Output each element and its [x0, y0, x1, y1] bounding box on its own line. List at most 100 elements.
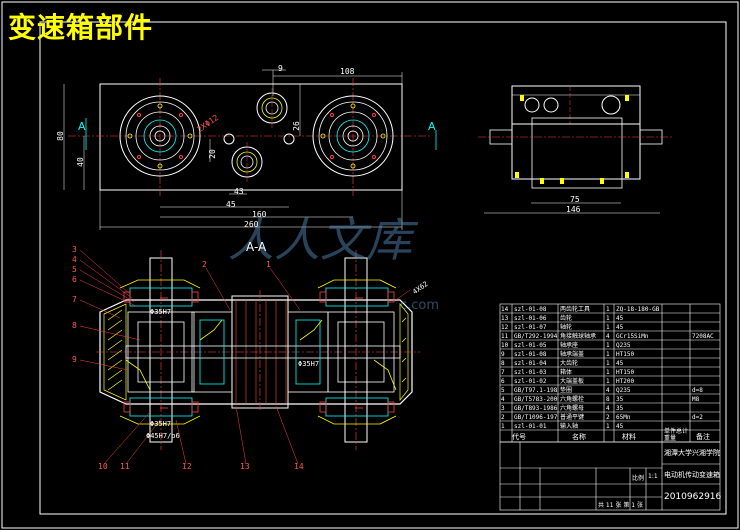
bom-header-remark: 备注 — [696, 433, 710, 441]
bom-cell: GB/T292-1994 — [514, 333, 558, 340]
bom-cell: 7208AC — [692, 333, 714, 340]
bom-cell: 65Mn — [616, 414, 631, 421]
dim-75: 75 — [570, 195, 580, 204]
bom-cell: 1 — [606, 315, 610, 322]
bom-cell: HT200 — [616, 378, 635, 385]
bom-cell: 1 — [606, 360, 610, 367]
bom-table-lines — [499, 303, 721, 443]
right-bearing-boss — [312, 95, 394, 177]
scale-label: 比例 — [632, 475, 645, 482]
section-marker-left: A — [78, 120, 86, 133]
dim-108: 108 — [340, 67, 355, 76]
sheet-info: 共 11 张 第 1 张 — [598, 502, 643, 509]
drawing-number: 2010962916 — [664, 492, 722, 502]
part-number-7: 7 — [72, 295, 77, 304]
bom-cell: 角接触球轴承 — [560, 333, 597, 340]
bom-cell: Q235 — [616, 387, 631, 394]
bom-cell: 8 — [501, 360, 505, 367]
page-title: 变速箱部件 — [8, 11, 154, 44]
part-number-11: 11 — [120, 462, 130, 471]
bom-cell: 垫圈 — [560, 387, 573, 394]
pin-hole-left — [223, 133, 235, 145]
section-view — [79, 249, 420, 465]
bom-cell: ZQ-18-180-GB — [616, 306, 660, 313]
bom-cell: szl-01-08 — [514, 306, 547, 313]
watermark: 人人文库 — [228, 213, 412, 267]
bom-cell: 4 — [606, 405, 610, 412]
bom-cell: 1 — [606, 369, 610, 376]
inner-frame — [39, 21, 727, 515]
dim-40: 40 — [75, 157, 85, 167]
bom-cell: 45 — [616, 315, 624, 322]
bom-cell: 轴承座 — [560, 342, 579, 349]
bom-cell: 5 — [501, 387, 505, 394]
bom-cell: HT150 — [616, 351, 635, 358]
scale-value: 1:1 — [648, 473, 658, 480]
part-number-9: 9 — [72, 355, 77, 364]
bom-cell: HT150 — [616, 369, 635, 376]
section-label: A-A — [246, 240, 267, 254]
fit-2: Φ35H7 — [150, 420, 172, 428]
part-number-6: 6 — [72, 275, 77, 284]
bom-cell: 齿轮 — [560, 315, 573, 322]
bom-cell: 13 — [501, 315, 509, 322]
bom-cell: GB/T1096-1979 — [514, 414, 558, 421]
part-number-1: 1 — [266, 260, 271, 269]
bom-cell: GB/T5783-2000 — [514, 396, 558, 403]
bom-cell: 3 — [501, 405, 505, 412]
bom-cell: GB/T97.1-1985 — [514, 387, 558, 394]
bom-cell: 4 — [606, 333, 610, 340]
bom-cell: 6 — [501, 378, 505, 385]
section-marker-right: A — [428, 120, 436, 133]
bom-cell: 六角螺栓 — [560, 396, 585, 403]
bom-cell: 1 — [606, 342, 610, 349]
left-bearing-boss — [119, 95, 201, 177]
bom-cell: 输入轴 — [560, 423, 579, 430]
bom-header-weight: 单件总计重量 — [664, 428, 689, 442]
bom-cell: szl-01-07 — [514, 324, 547, 331]
part-number-12: 12 — [182, 462, 192, 471]
dim-260: 260 — [244, 220, 259, 229]
top-view — [63, 69, 437, 230]
dim-146: 146 — [566, 205, 581, 214]
fit-4: Φ35H7 — [298, 360, 320, 368]
dim-9: 9 — [278, 64, 283, 73]
bom-header-name: 名称 — [572, 433, 586, 441]
bom-cell: 1 — [501, 423, 505, 430]
drawing-name: 电动机传动变速箱 — [664, 471, 720, 479]
upper-small-boss — [256, 88, 288, 128]
bom-cell: 45 — [616, 423, 624, 430]
part-number-3: 3 — [72, 245, 77, 254]
bom-cell: 45 — [616, 360, 624, 367]
side-view — [478, 85, 672, 214]
bom-cell: 2 — [501, 414, 505, 421]
dim-26: 26 — [291, 121, 301, 131]
bom-cell: d=2 — [692, 414, 703, 421]
bom-cell: 35 — [616, 405, 624, 412]
bom-cell: szl-01-03 — [514, 369, 547, 376]
dim-43: 43 — [234, 187, 244, 196]
pin-hole-right — [283, 133, 295, 145]
bom-cell: 4 — [501, 396, 505, 403]
part-number-5: 5 — [72, 265, 77, 274]
bom-cell: 轴承端盖 — [560, 351, 585, 358]
part-number-2: 2 — [202, 260, 207, 269]
watermark-sub: c.com — [400, 298, 440, 313]
lower-small-boss — [231, 142, 263, 182]
bom-cell: 14 — [501, 306, 509, 313]
bom-cell: 大端盖板 — [560, 378, 585, 385]
bom-header-code: 代号 — [512, 433, 526, 441]
bom-cell: 12 — [501, 324, 509, 331]
bom-cell: 4 — [606, 387, 610, 394]
bom-cell: 1 — [606, 324, 610, 331]
part-number-4: 4 — [72, 255, 77, 264]
bom-cell: 大齿轮 — [560, 360, 579, 367]
top-view-body — [99, 83, 403, 191]
bom-cell: M8 — [692, 396, 700, 403]
bom-cell: 8 — [606, 396, 610, 403]
bom-cell: 两齿轮工具 — [560, 306, 591, 313]
bom-cell: 7 — [501, 369, 505, 376]
bom-cell: 10 — [501, 342, 509, 349]
bom-cell: 轴轮 — [560, 324, 573, 331]
